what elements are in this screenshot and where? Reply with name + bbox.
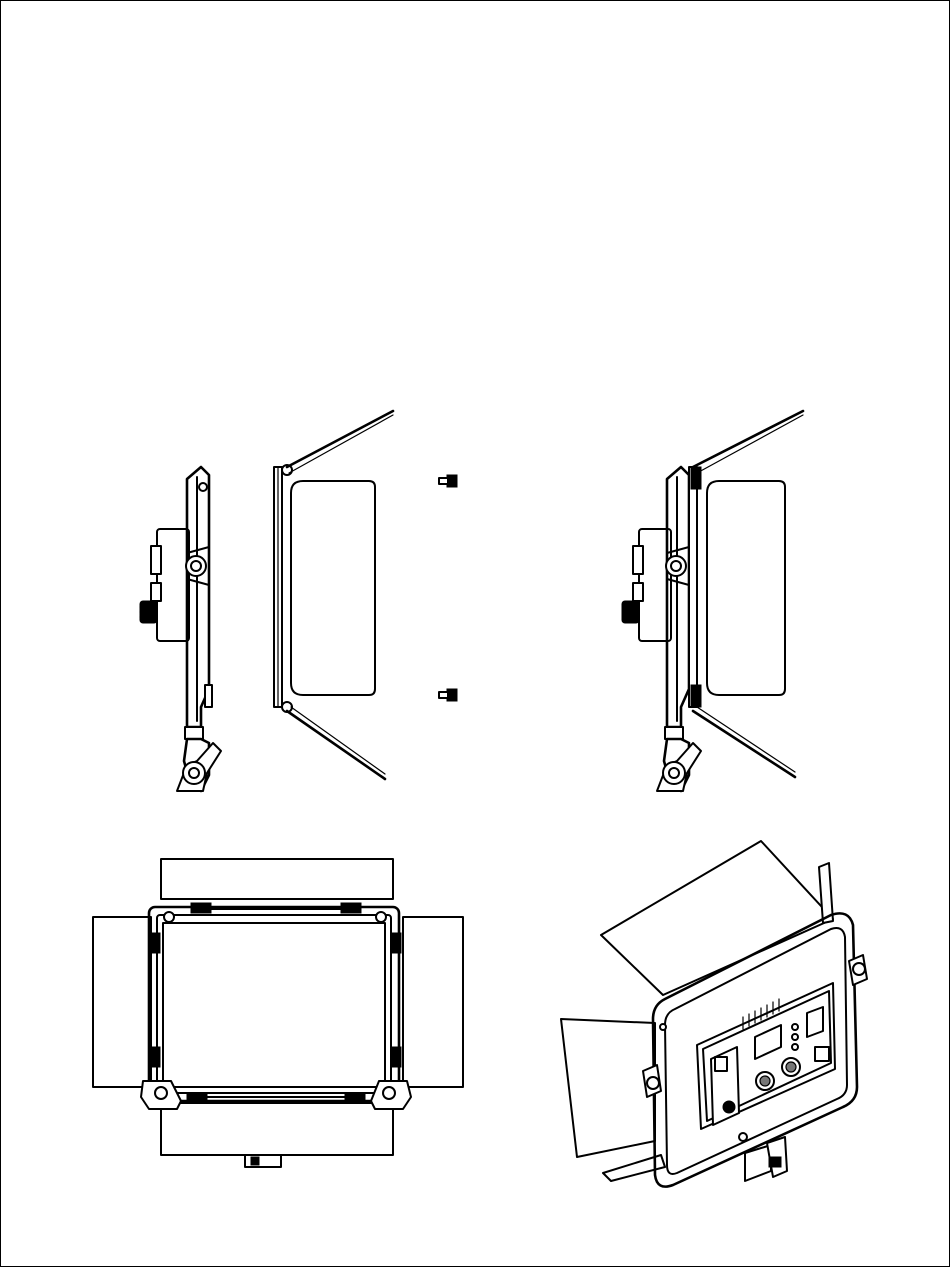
mounting-screws: [439, 475, 457, 701]
side-view-light-panel: [140, 467, 221, 791]
front-view-with-barn-doors: [93, 859, 463, 1167]
side-view-barn-door: [274, 411, 393, 779]
side-view-assembled: [622, 411, 803, 791]
rear-perspective-view: [561, 841, 867, 1187]
